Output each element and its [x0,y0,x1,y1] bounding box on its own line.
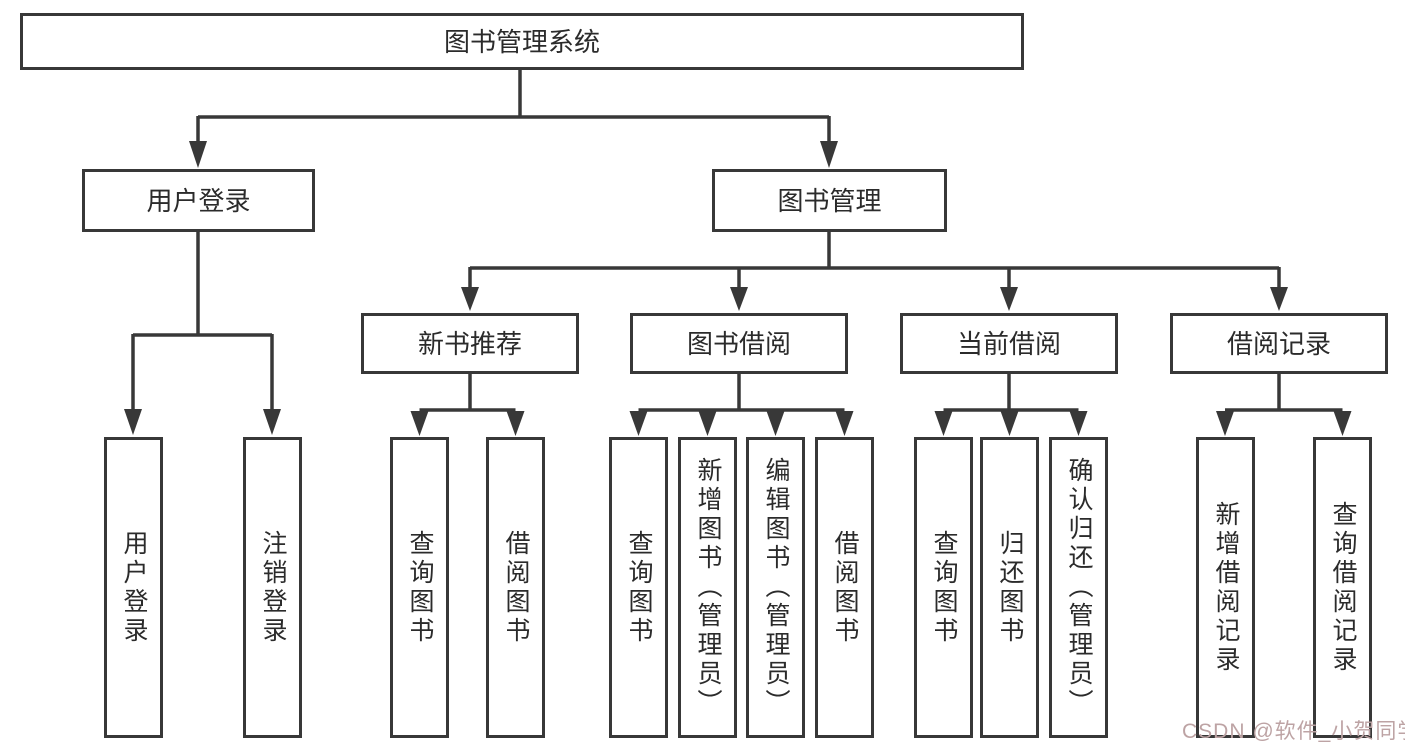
csdn-watermark: CSDN @软件_小贺同学 [1182,720,1405,743]
leaf-logout: 注销登录 [243,437,302,738]
leaf-query-borrow-record: 查询借阅记录 [1313,437,1372,738]
node-book-borrow: 图书借阅 [630,313,848,374]
node-book-management: 图书管理 [712,169,947,232]
leaf-borrow-books-recommend: 借阅图书 [486,437,545,738]
node-current-borrow: 当前借阅 [900,313,1118,374]
node-user-login: 用户登录 [82,169,315,232]
leaf-return-books: 归还图书 [980,437,1039,738]
leaf-query-books-current: 查询图书 [914,437,973,738]
node-borrow-record: 借阅记录 [1170,313,1388,374]
leaf-borrow-books: 借阅图书 [815,437,874,738]
leaf-query-books-borrow: 查询图书 [609,437,668,738]
leaf-add-books-admin: 新增图书（管理员） [678,437,737,738]
leaf-query-books-recommend: 查询图书 [390,437,449,738]
leaf-edit-books-admin: 编辑图书（管理员） [746,437,805,738]
node-new-book-recommend: 新书推荐 [361,313,579,374]
leaf-user-login: 用户登录 [104,437,163,738]
leaf-add-borrow-record: 新增借阅记录 [1196,437,1255,738]
node-root-library-system: 图书管理系统 [20,13,1024,70]
leaf-confirm-return-admin: 确认归还（管理员） [1049,437,1108,738]
